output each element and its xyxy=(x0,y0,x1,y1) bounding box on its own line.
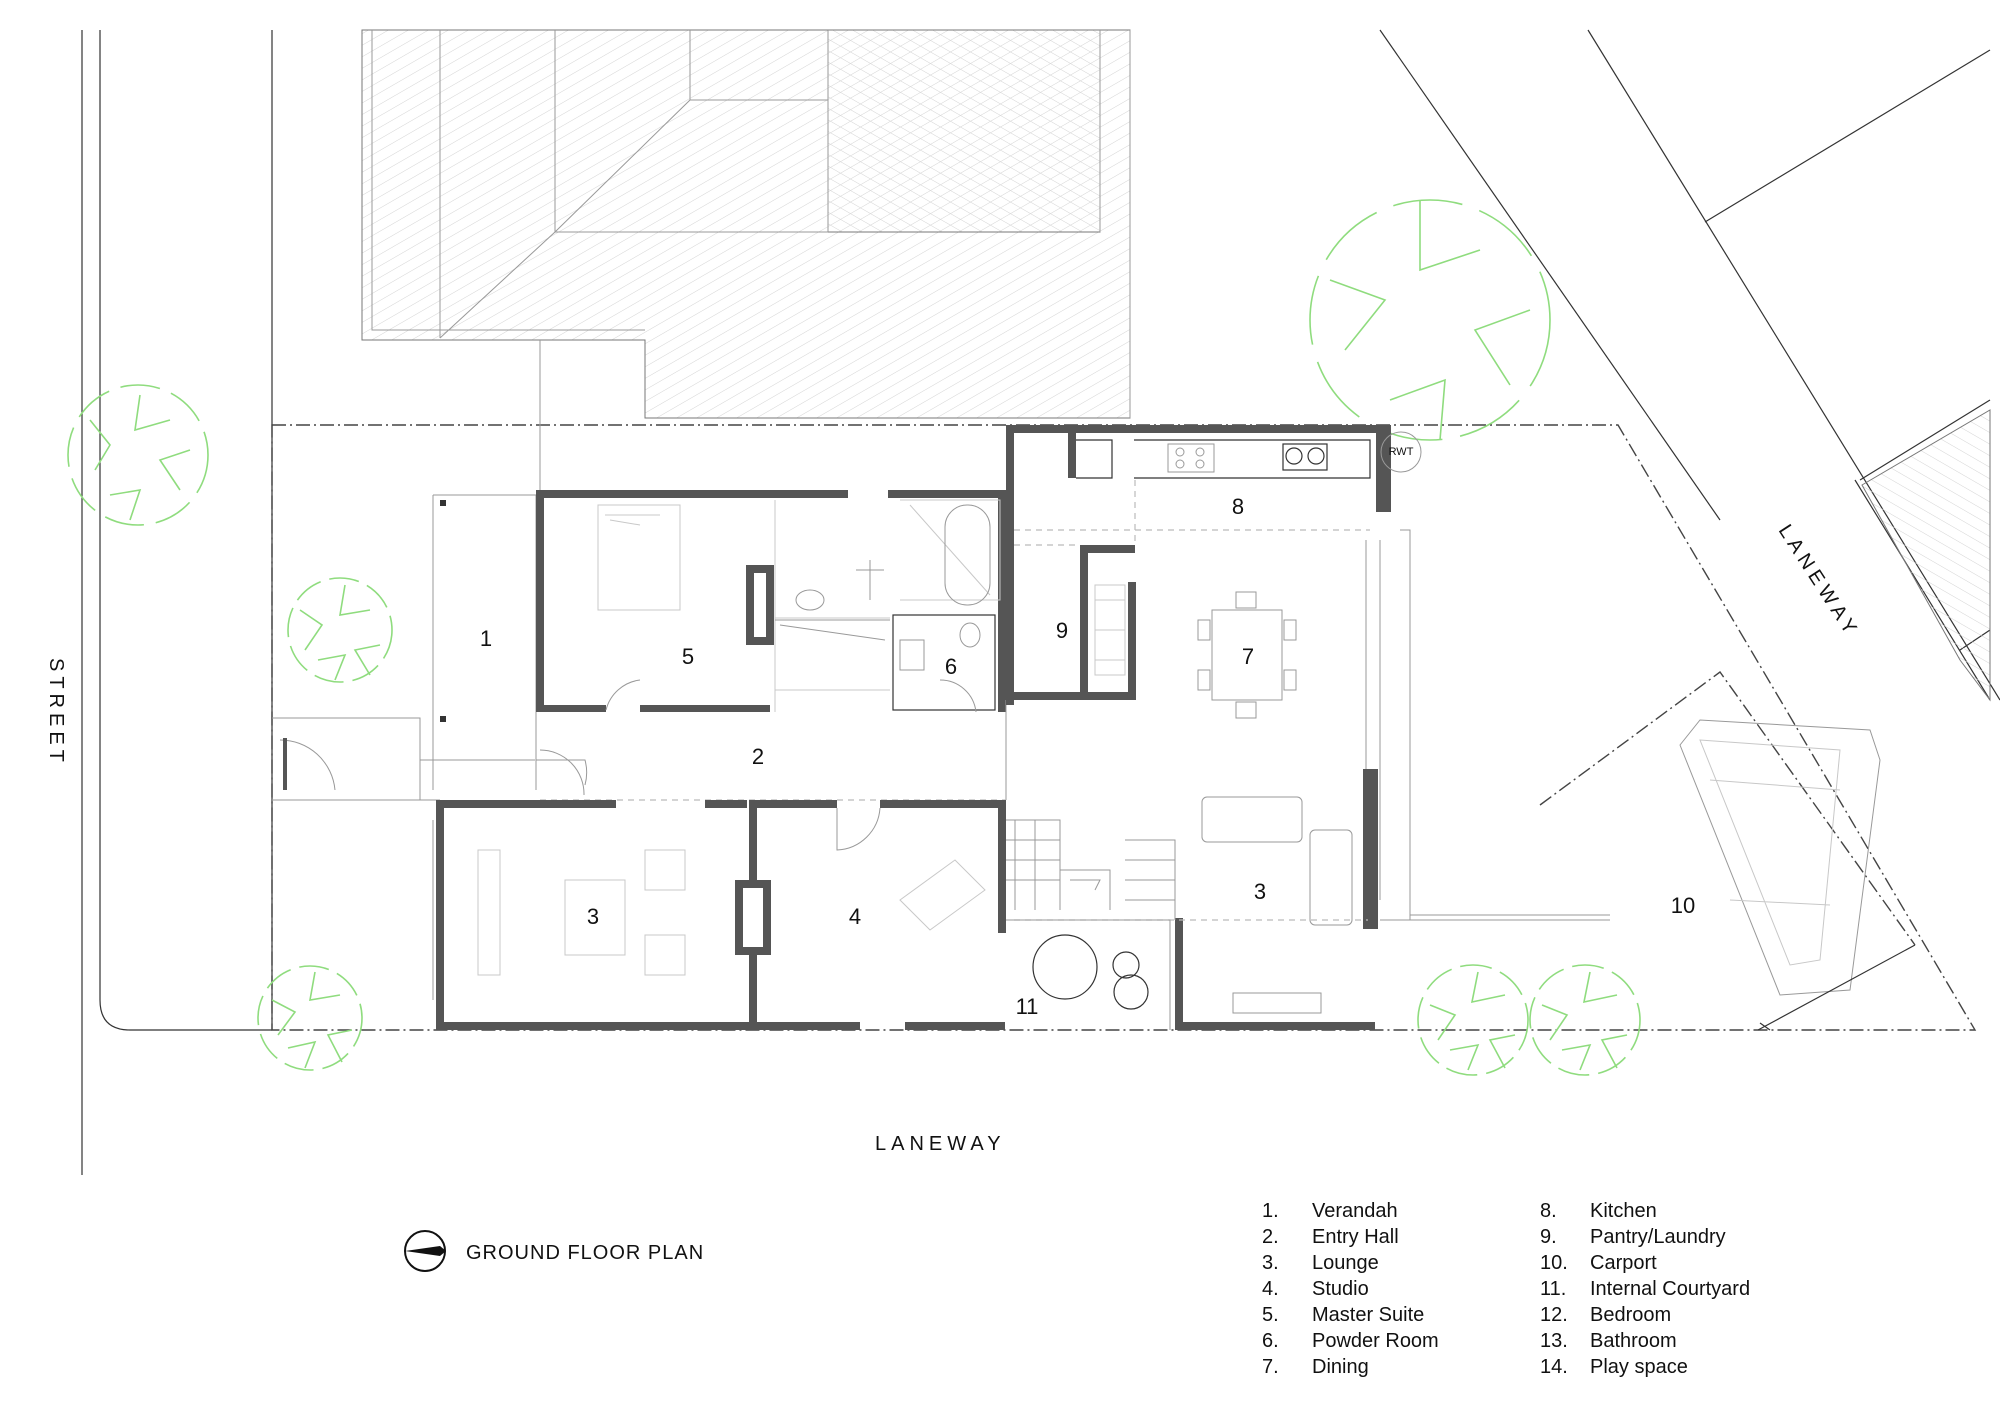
room-marker-pantry-laundry: 9 xyxy=(1056,618,1068,643)
plan-title-text: GROUND FLOOR PLAN xyxy=(466,1242,704,1264)
room-marker-entry-hall: 2 xyxy=(752,744,764,769)
room-marker-dining: 7 xyxy=(1242,644,1254,669)
laneway-diagonal xyxy=(1379,29,2000,702)
room-marker-studio: 4 xyxy=(849,904,861,929)
legend-num: 2. xyxy=(1262,1226,1279,1248)
rear-wing-walls xyxy=(1006,425,1610,1030)
room-marker-verandah: 1 xyxy=(480,626,492,651)
legend-num: 11. xyxy=(1540,1278,1566,1300)
tree-large-laneway xyxy=(1309,199,1551,441)
tree-front-bottom xyxy=(257,965,363,1071)
trees xyxy=(67,199,1641,1076)
verandah-area xyxy=(272,340,541,801)
legend-num: 6. xyxy=(1262,1330,1279,1352)
front-rooms-walls xyxy=(432,800,1006,1030)
stair-courtyard xyxy=(1006,819,1176,1030)
tree-rear-2 xyxy=(1529,964,1641,1076)
legend-name: Bedroom xyxy=(1590,1304,1671,1326)
legend-name: Pantry/Laundry xyxy=(1590,1226,1726,1248)
legend-name: Internal Courtyard xyxy=(1590,1278,1750,1300)
neighbour-roof xyxy=(361,29,1131,419)
legend-num: 13. xyxy=(1540,1330,1568,1352)
street-edge xyxy=(81,30,273,1175)
room-marker-carport: 10 xyxy=(1671,893,1695,918)
legend-num: 7. xyxy=(1262,1356,1279,1378)
legend-num: 10. xyxy=(1540,1252,1568,1274)
tree-rear-1 xyxy=(1417,964,1529,1076)
room-marker-lounge-front: 3 xyxy=(587,904,599,929)
legend-num: 8. xyxy=(1540,1200,1557,1222)
tree-street-top xyxy=(67,384,209,526)
tree-verandah xyxy=(287,577,393,683)
carport-area xyxy=(1410,719,1916,1031)
plan-title: GROUND FLOOR PLAN xyxy=(404,1230,704,1272)
legend-num: 12. xyxy=(1540,1304,1568,1326)
rainwater-tank-label: RWT xyxy=(1389,446,1414,458)
legend-name: Lounge xyxy=(1312,1252,1379,1274)
legend-num: 9. xyxy=(1540,1226,1557,1248)
legend-name: Studio xyxy=(1312,1278,1369,1300)
legend-num: 4. xyxy=(1262,1278,1279,1300)
laneway-label-right: LANEWAY xyxy=(1774,521,1864,642)
room-marker-kitchen: 8 xyxy=(1232,494,1244,519)
room-markers: 1 2 3 4 5 6 7 8 9 3 10 11 xyxy=(480,494,1695,1019)
legend-name: Play space xyxy=(1590,1356,1688,1378)
street-label: STREET xyxy=(45,658,67,767)
legend-name: Master Suite xyxy=(1312,1304,1424,1326)
legend-num: 5. xyxy=(1262,1304,1279,1326)
legend-num: 3. xyxy=(1262,1252,1279,1274)
legend-name: Powder Room xyxy=(1312,1330,1439,1352)
legend-name: Kitchen xyxy=(1590,1200,1657,1222)
legend-name: Bathroom xyxy=(1590,1330,1677,1352)
room-marker-internal-courtyard: 11 xyxy=(1016,994,1039,1019)
legend-name: Dining xyxy=(1312,1356,1369,1378)
legend-name: Verandah xyxy=(1312,1200,1398,1222)
entry-hall-area xyxy=(536,700,1007,801)
room-marker-lounge-rear: 3 xyxy=(1254,879,1266,904)
room-marker-powder-room: 6 xyxy=(945,654,957,679)
legend-name: Entry Hall xyxy=(1312,1226,1399,1248)
laneway-label-bottom: LANEWAY xyxy=(875,1133,1006,1155)
legend-num: 14. xyxy=(1540,1356,1568,1378)
room-marker-master-suite: 5 xyxy=(682,644,694,669)
legend-name: Carport xyxy=(1590,1252,1657,1274)
site-boundary xyxy=(271,424,1977,1031)
room-legend: 1. Verandah 2. Entry Hall 3. Lounge 4. S… xyxy=(1262,1200,1750,1378)
master-suite-walls xyxy=(536,490,1006,713)
section-marker-arrow-icon xyxy=(405,1246,446,1256)
legend-num: 1. xyxy=(1262,1200,1279,1222)
